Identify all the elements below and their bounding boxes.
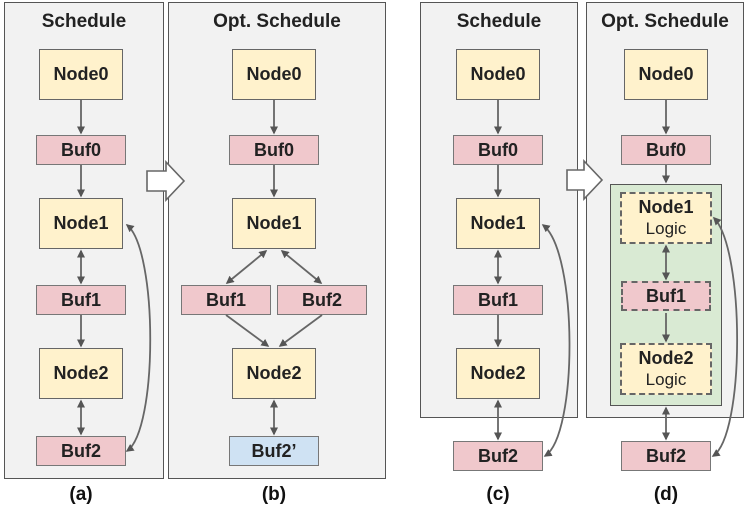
b-buf0: Buf0 bbox=[229, 135, 319, 165]
d-node2-logic-label: Logic bbox=[645, 370, 687, 389]
d-buf1: Buf1 bbox=[621, 281, 711, 311]
b-node2: Node2 bbox=[232, 348, 316, 399]
c-buf0: Buf0 bbox=[453, 135, 543, 165]
caption-b: (b) bbox=[261, 484, 287, 505]
c-node0: Node0 bbox=[456, 49, 540, 100]
d-node2-label: Node2 bbox=[638, 348, 694, 368]
d-buf2: Buf2 bbox=[621, 441, 711, 471]
a-node0: Node0 bbox=[39, 49, 123, 100]
panel-c-title: Schedule bbox=[456, 11, 542, 32]
caption-c: (c) bbox=[486, 484, 510, 505]
c-buf1: Buf1 bbox=[453, 285, 543, 315]
a-buf0: Buf0 bbox=[36, 135, 126, 165]
caption-d: (d) bbox=[653, 484, 679, 505]
d-buf0: Buf0 bbox=[621, 135, 711, 165]
c-node2: Node2 bbox=[456, 348, 540, 399]
b-node0: Node0 bbox=[232, 49, 316, 100]
c-node1: Node1 bbox=[456, 198, 540, 249]
c-buf2: Buf2 bbox=[453, 441, 543, 471]
b-buf2-prime: Buf2’ bbox=[229, 436, 319, 466]
panel-d-title: Opt. Schedule bbox=[601, 11, 729, 32]
b-node1: Node1 bbox=[232, 198, 316, 249]
d-node1-logic: Node1 Logic bbox=[620, 192, 712, 244]
b-buf2: Buf2 bbox=[277, 285, 367, 315]
d-node0: Node0 bbox=[624, 49, 708, 100]
a-node1: Node1 bbox=[39, 198, 123, 249]
panel-a-title: Schedule bbox=[41, 11, 127, 32]
a-buf2: Buf2 bbox=[36, 436, 126, 466]
a-buf1: Buf1 bbox=[36, 285, 126, 315]
panel-b-title: Opt. Schedule bbox=[213, 11, 341, 32]
a-node2: Node2 bbox=[39, 348, 123, 399]
d-node2-logic: Node2 Logic bbox=[620, 343, 712, 395]
d-node1-logic-label: Logic bbox=[645, 219, 687, 238]
b-buf1: Buf1 bbox=[181, 285, 271, 315]
d-node1-label: Node1 bbox=[638, 197, 694, 217]
caption-a: (a) bbox=[69, 484, 93, 505]
